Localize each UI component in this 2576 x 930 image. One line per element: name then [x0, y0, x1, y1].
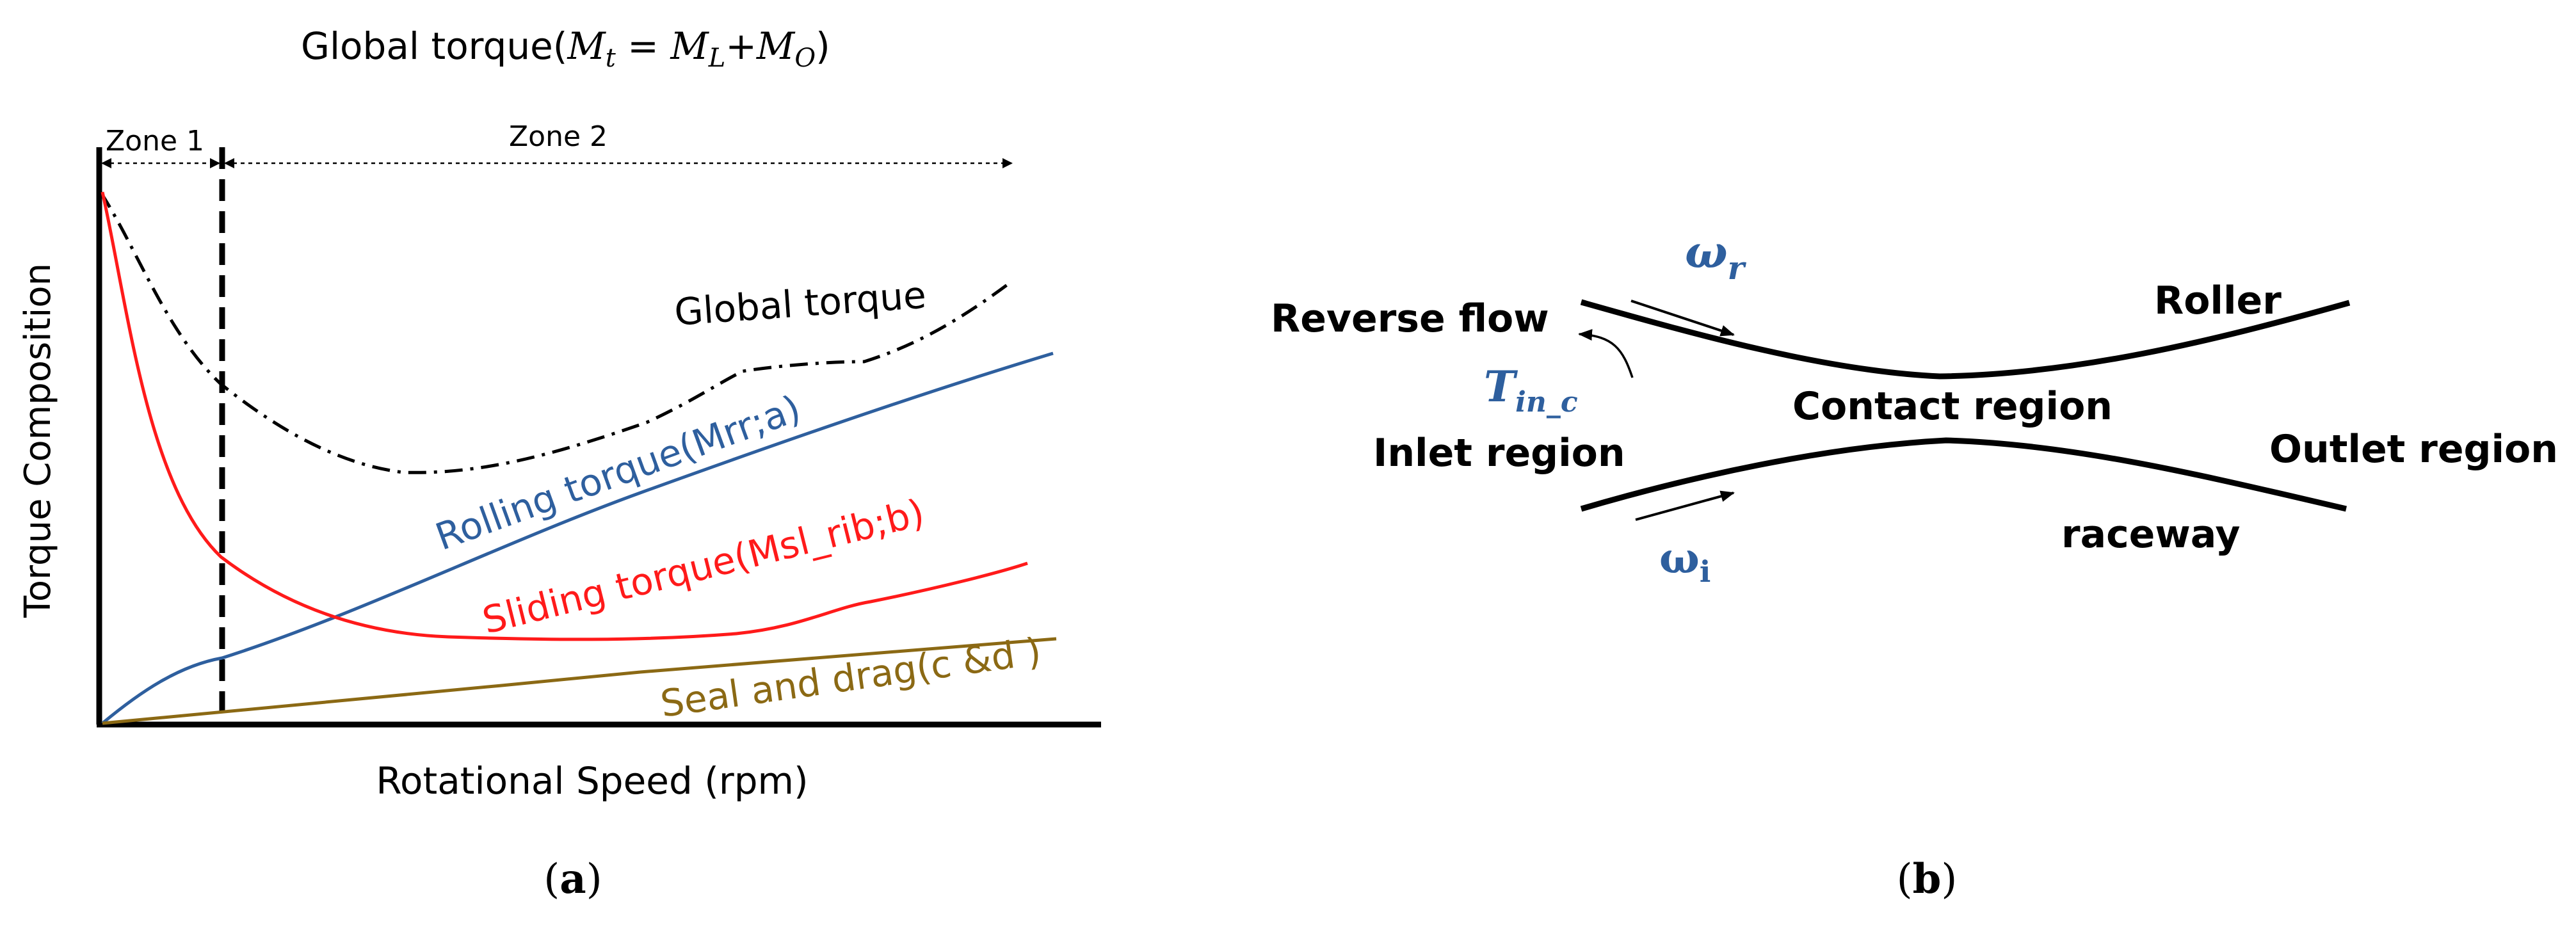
series-sliding-torque	[101, 191, 1028, 641]
label-global-torque: Global torque	[673, 273, 928, 334]
raceway-motion-arrow	[1635, 490, 1735, 521]
roller-motion-arrow	[1630, 300, 1735, 337]
label-inlet-region: Inlet region	[1373, 431, 1625, 476]
omega-r-symbol: ωr	[1685, 225, 1747, 287]
label-outlet-region: Outlet region	[2269, 427, 2558, 472]
reverse-flow-arrow	[1578, 329, 1634, 378]
omega-i-symbol: ωi	[1659, 533, 1711, 589]
label-reverse-flow: Reverse flow	[1271, 296, 1549, 341]
zone2-label: Zone 2	[509, 120, 608, 153]
y-axis-label: Torque Composition	[17, 263, 59, 618]
panel-a: Global torque(Mt = ML+MO) Zone 1 Zone 2 …	[17, 24, 1101, 903]
label-seal-drag: Seal and drag(c &d )	[657, 629, 1043, 726]
zone1-label: Zone 1	[106, 125, 204, 157]
label-raceway: raceway	[2061, 512, 2241, 557]
chart-title: Global torque(Mt = ML+MO)	[301, 24, 830, 73]
caption-a: (a)	[543, 855, 602, 903]
roller-surface	[1580, 299, 2351, 380]
series-rolling-torque	[101, 351, 1054, 725]
series-global-torque	[99, 191, 1013, 474]
t-in-c-symbol: Tin_c	[1484, 362, 1578, 419]
caption-b: (b)	[1897, 855, 1958, 903]
label-contact-region: Contact region	[1792, 384, 2113, 429]
panel-b: ωr ωi Tin_c Reverse flow Roller Contact …	[1271, 225, 2558, 903]
label-roller: Roller	[2154, 278, 2282, 323]
x-axis-label: Rotational Speed (rpm)	[376, 759, 808, 803]
series-seal-drag	[102, 637, 1057, 725]
raceway-surface	[1580, 437, 2347, 512]
